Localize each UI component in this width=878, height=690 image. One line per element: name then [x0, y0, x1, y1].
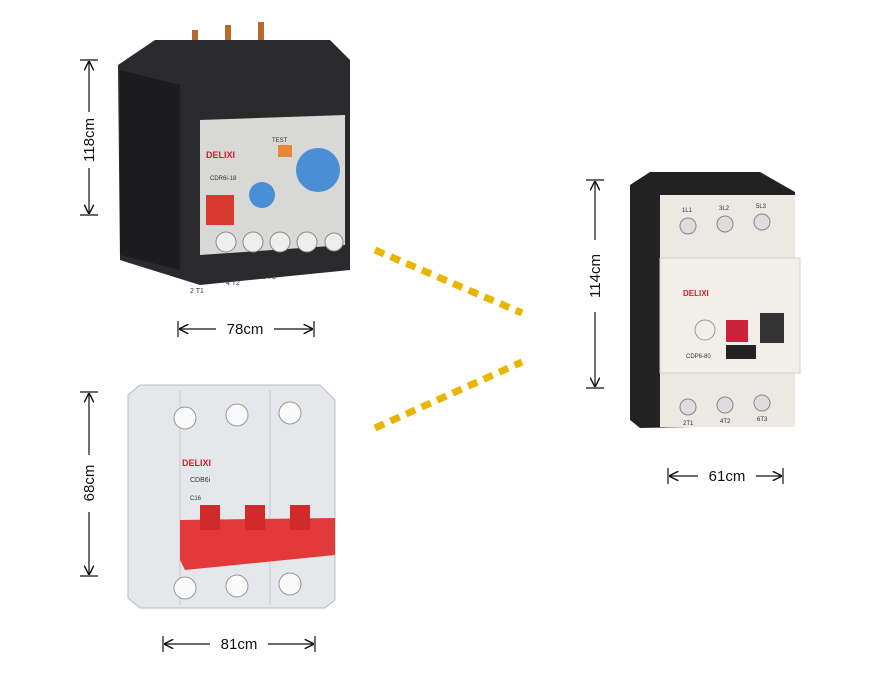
protector-brand: DELIXI [683, 289, 709, 298]
connector-line-bottom [373, 358, 524, 432]
protector-terminal: 4T2 [720, 419, 731, 425]
protector-model: CDP6-80 [686, 354, 711, 360]
relay-model: CDR6i-18 [210, 176, 237, 182]
breaker-height-label: 68cm [81, 465, 98, 502]
relay-terminal: 4 T2 [226, 280, 240, 287]
relay-terminal: 2 T1 [190, 288, 204, 295]
protector-terminal: 6T3 [757, 417, 768, 423]
relay-terminal: 6 T3 [262, 274, 276, 281]
protector-height-label: 114cm [587, 254, 604, 298]
breaker-model: CDB6i [190, 477, 211, 484]
dimension-lines [80, 59, 784, 652]
protector-terminal: 2T1 [683, 421, 694, 427]
relay-height-label: 118cm [81, 118, 98, 162]
relay-width-label: 78cm [227, 321, 264, 338]
thermal-relay: DELIXI CDR6i-18 TEST 2 T1 4 T2 6 T3 [118, 22, 350, 295]
protector-terminal: 5L3 [756, 204, 767, 210]
protector-terminal: 3L2 [719, 206, 730, 212]
breaker-width-label: 81cm [221, 636, 258, 653]
motor-protector: DELIXI CDP6-80 1L1 3L2 5L3 2T1 4T2 6T3 [630, 172, 801, 428]
breaker-brand: DELIXI [182, 458, 211, 468]
relay-test-label: TEST [272, 138, 288, 144]
protector-terminal: 1L1 [682, 208, 693, 214]
protector-width-label: 61cm [709, 468, 746, 485]
breaker-rating: C16 [190, 496, 202, 502]
connector-line-top [373, 246, 524, 317]
circuit-breaker: DELIXI CDB6i C16 [127, 384, 336, 609]
relay-brand: DELIXI [206, 150, 235, 160]
